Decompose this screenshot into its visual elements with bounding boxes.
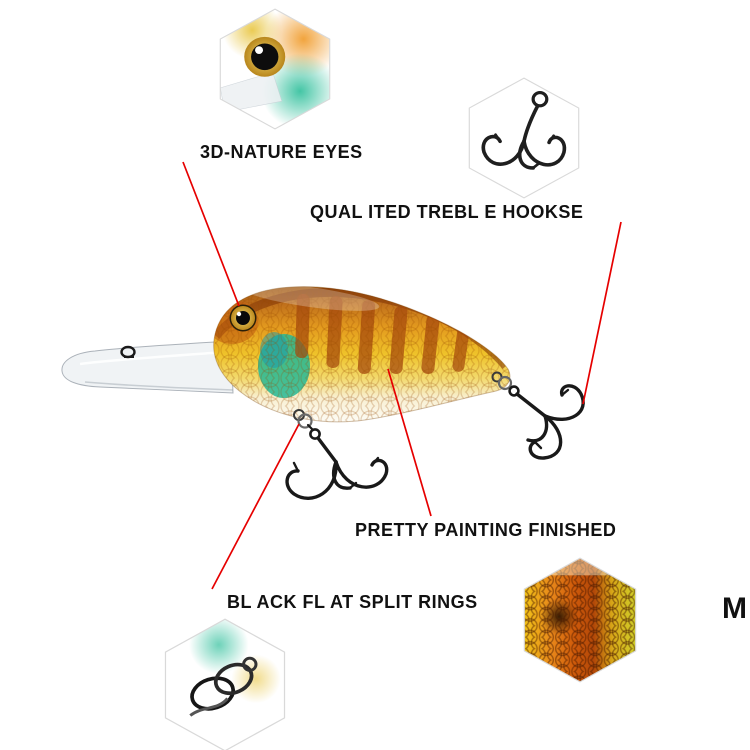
belly-split-ring <box>293 409 313 429</box>
callout-label-split-rings: BL ACK FL AT SPLIT RINGS <box>227 592 478 612</box>
tail-split-ring <box>491 371 513 391</box>
callout-label-eyes: 3D-NATURE EYES <box>200 142 363 162</box>
ring-closeup <box>189 656 258 717</box>
callout-line-split-rings <box>211 423 300 590</box>
belly-treble-hook <box>285 423 389 500</box>
callout-line-painting <box>387 368 432 517</box>
scales-closeup <box>524 558 636 682</box>
hook-closeup <box>481 90 567 170</box>
scale-texture <box>215 290 510 422</box>
edge-partial-text: M <box>722 592 747 625</box>
paint-scales-inset <box>523 557 637 683</box>
split-ring-inset <box>164 618 286 750</box>
callout-label-painting: PRETTY PAINTING FINISHED <box>355 520 617 540</box>
lure-eye <box>229 304 257 332</box>
callout-line-hooks <box>582 221 622 405</box>
callout-label-hooks: QUAL ITED TREBL E HOOKSE <box>310 202 584 222</box>
eye-closeup-inset <box>219 8 331 130</box>
lure-body <box>213 286 511 423</box>
callout-line-eyes <box>182 161 240 307</box>
line-tie-eyelet <box>120 345 136 359</box>
eye-closeup <box>244 36 286 77</box>
diving-lip <box>61 340 234 394</box>
treble-hook-inset <box>468 77 580 199</box>
tail-treble-hook <box>508 384 585 460</box>
